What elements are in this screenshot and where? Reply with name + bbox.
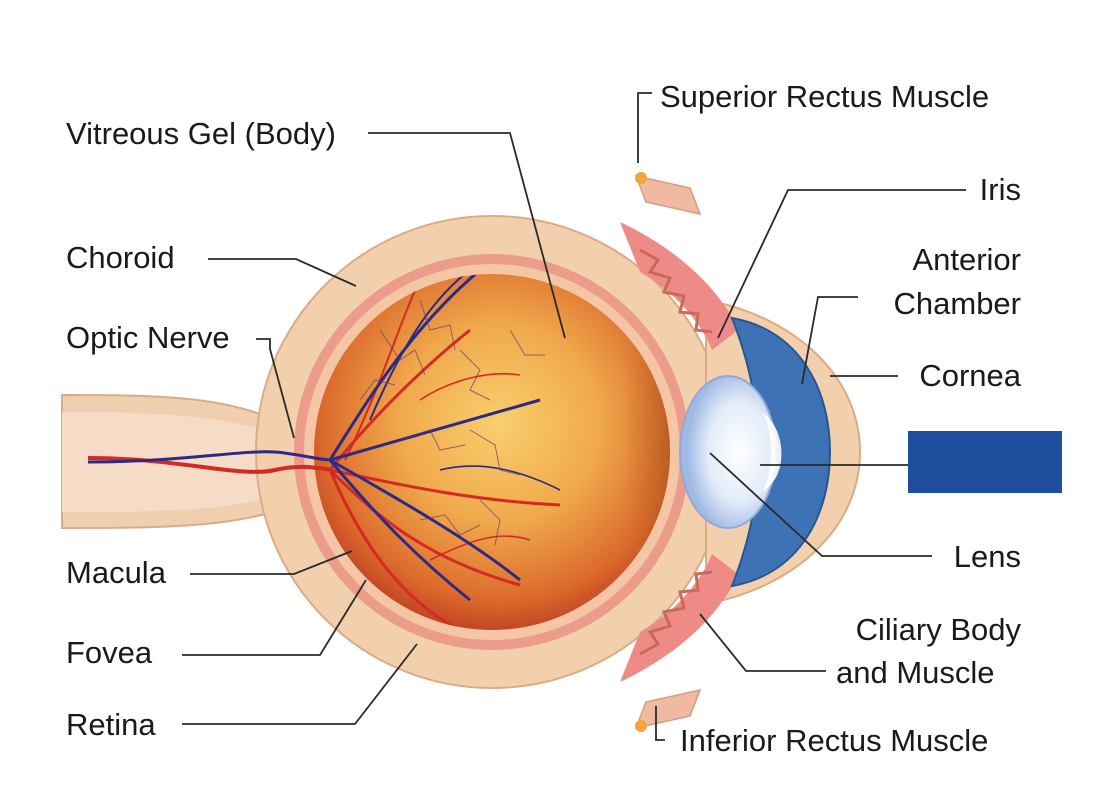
leader-choroid: [208, 258, 357, 287]
ciliary-processes-top: [639, 248, 713, 334]
leader-fovea: [182, 579, 367, 656]
leader-lens: [709, 452, 932, 557]
label-choroid: Choroid: [66, 240, 175, 275]
retinal-veins: [328, 274, 561, 602]
label-iris: Iris: [980, 172, 1021, 207]
leader-inferior-rectus: [655, 706, 665, 741]
ciliary-processes-bottom: [639, 570, 713, 656]
label-vitreous-gel: Vitreous Gel (Body): [66, 116, 336, 151]
label-cornea: Cornea: [919, 358, 1021, 393]
inferior-rectus-muscle: [634, 688, 702, 730]
label-optic-nerve: Optic Nerve: [66, 320, 230, 355]
leader-ciliary: [699, 613, 826, 672]
superior-rectus-muscle: [634, 174, 702, 216]
label-lens: Lens: [954, 539, 1021, 574]
lens: [679, 375, 777, 529]
leader-superior-rectus: [637, 92, 652, 163]
leader-vitreous: [368, 132, 566, 339]
leader-macula: [190, 550, 353, 575]
label-ciliary-body: Ciliary Body: [856, 612, 1022, 647]
leader-retina: [182, 643, 418, 725]
optic-vein: [87, 450, 333, 464]
label-chamber: Chamber: [894, 286, 1022, 321]
retinal-arteries: [328, 279, 561, 630]
label-inferior-rectus: Inferior Rectus Muscle: [680, 723, 988, 758]
retinal-capillaries: [359, 299, 545, 546]
leader-anterior-chamber: [801, 296, 858, 385]
inferior-tendon: [635, 720, 647, 732]
label-and-muscle: and Muscle: [836, 655, 995, 690]
leader-iris: [717, 189, 966, 339]
superior-tendon: [635, 172, 647, 184]
label-superior-rectus: Superior Rectus Muscle: [660, 79, 989, 114]
label-anterior: Anterior: [912, 242, 1021, 277]
leader-optic-nerve: [256, 338, 295, 439]
label-macula: Macula: [66, 555, 167, 590]
redacted-label-box: [908, 431, 1062, 493]
pupil-glow: [762, 412, 782, 492]
label-retina: Retina: [66, 707, 156, 742]
label-fovea: Fovea: [66, 635, 153, 670]
